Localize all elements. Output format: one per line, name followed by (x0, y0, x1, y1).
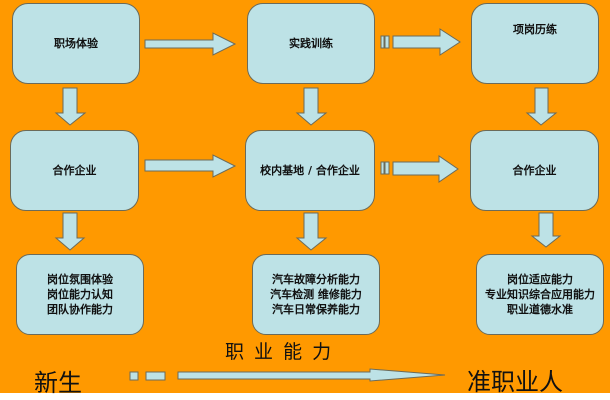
box-practice-training: 实践训练 (247, 3, 375, 84)
box-label: 校内基地 / 合作企业 (260, 164, 360, 177)
box-post-training: 项岗历练 (471, 3, 599, 84)
box-automotive-abilities: 汽车故障分析能力 汽车检测 维修能力 汽车日常保养能力 (252, 254, 380, 335)
box-professional-abilities: 岗位适应能力 专业知识综合应用能力 职业道德水准 (476, 254, 604, 335)
arrow-break-mark (380, 35, 385, 49)
progress-arrow (177, 368, 446, 382)
arrow-down (295, 87, 328, 126)
arrow-down (525, 87, 558, 126)
ability-line: 专业知识综合应用能力 (485, 288, 595, 301)
ability-line: 岗位适应能力 (507, 273, 573, 286)
arrow-break-mark (380, 161, 385, 175)
ability-line: 汽车检测 维修能力 (270, 288, 362, 301)
progress-dash (129, 371, 139, 381)
arrow-right (392, 155, 459, 183)
arrow-break-mark (384, 35, 390, 49)
box-workplace-experience: 职场体验 (12, 3, 140, 84)
box-partner-enterprise: 合作企业 (10, 130, 139, 211)
box-campus-base-partner: 校内基地 / 合作企业 (245, 130, 375, 211)
arrow-down (54, 87, 87, 126)
arrow-right (392, 28, 461, 56)
ability-line: 团队协作能力 (47, 303, 113, 316)
arrow-down (295, 212, 328, 251)
box-label: 实践训练 (289, 37, 333, 50)
arrow-right (144, 154, 237, 178)
progress-dash (145, 371, 166, 381)
box-label: 合作企业 (52, 164, 97, 177)
box-partner-enterprise-final: 合作企业 (470, 130, 599, 211)
ability-line: 汽车日常保养能力 (272, 303, 360, 316)
arrow-down (530, 212, 562, 248)
ability-line: 职业道德水准 (507, 303, 573, 316)
box-label: 合作企业 (512, 164, 557, 177)
ability-line: 岗位能力认知 (47, 288, 113, 301)
arrow-right (144, 32, 237, 56)
box-label: 职场体验 (54, 37, 98, 50)
box-label: 项岗历练 (513, 23, 557, 36)
ability-line: 汽车故障分析能力 (272, 273, 360, 286)
arrow-down (54, 212, 86, 251)
start-label-freshman: 新生 (34, 369, 82, 397)
box-freshman-abilities: 岗位氛围体验 岗位能力认知 团队协作能力 (16, 254, 144, 335)
arrow-break-mark (384, 161, 390, 175)
end-label-pre-professional: 准职业人 (467, 368, 563, 396)
axis-label-vocational-ability: 职 业 能 力 (225, 341, 334, 363)
ability-line: 岗位氛围体验 (47, 273, 113, 286)
